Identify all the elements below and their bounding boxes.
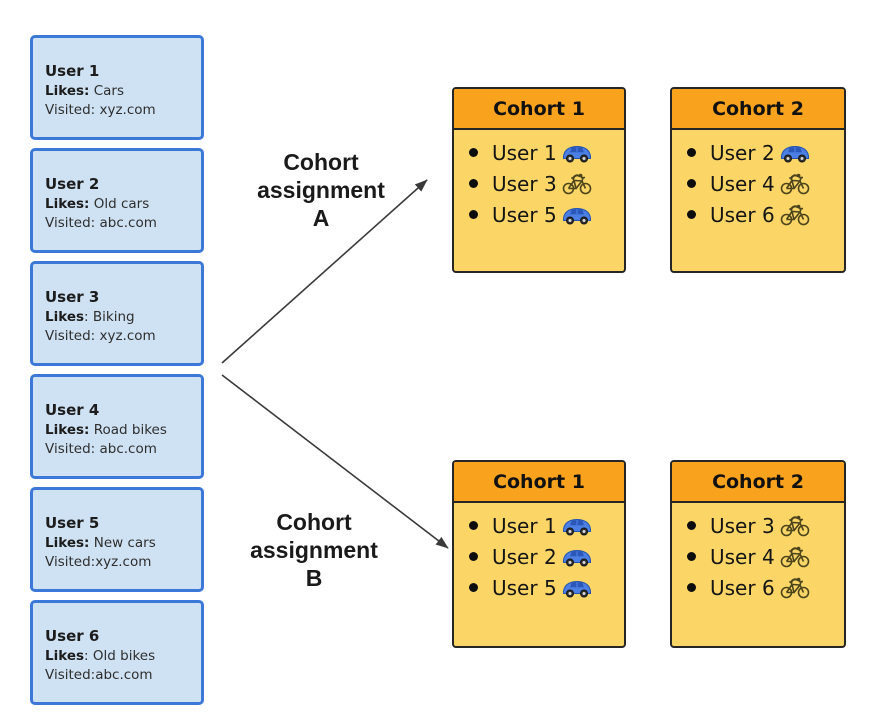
user-card-3: User 3 Likes: Biking Visited: xyz.com xyxy=(30,261,204,366)
cohort-member: User 3 xyxy=(469,168,624,199)
likes-value: Old cars xyxy=(89,196,150,212)
cohort-member: User 1 xyxy=(469,137,624,168)
visited-line: Visited: abc.com xyxy=(45,441,157,457)
user-title: User 2 xyxy=(45,175,100,193)
likes-line: Likes: Old cars xyxy=(45,195,190,214)
label-line: B xyxy=(305,565,323,591)
likes-label: Likes: xyxy=(45,422,90,438)
likes-value: New cars xyxy=(89,535,156,551)
cohort-member: User 3 xyxy=(687,510,844,541)
bullet-icon xyxy=(687,583,696,592)
bullet-icon xyxy=(469,148,478,157)
likes-line: Likes: Biking xyxy=(45,308,190,327)
label-line: Cohort xyxy=(276,509,352,535)
bullet-icon xyxy=(687,179,696,188)
likes-value: : Biking xyxy=(84,309,135,325)
label-line: assignment xyxy=(257,177,385,203)
label-line: Cohort xyxy=(283,149,359,175)
cohort-member: User 5 xyxy=(469,199,624,230)
bike-icon xyxy=(780,204,810,226)
bullet-icon xyxy=(469,179,478,188)
bike-icon xyxy=(780,515,810,537)
bullet-icon xyxy=(469,583,478,592)
car-icon xyxy=(562,547,592,567)
cohort-member: User 2 xyxy=(469,541,624,572)
car-icon xyxy=(780,143,810,163)
likes-label: Likes: xyxy=(45,535,90,551)
likes-line: Likes: Road bikes xyxy=(45,421,190,440)
car-icon xyxy=(562,516,592,536)
user-title: User 3 xyxy=(45,288,100,306)
cohort-header: Cohort 1 xyxy=(454,89,624,130)
cohort-header: Cohort 1 xyxy=(454,462,624,503)
cohort-box-a2: Cohort 2 User 2 User 4 User 6 xyxy=(670,87,846,273)
cohort-header: Cohort 2 xyxy=(672,89,844,130)
bullet-icon xyxy=(687,521,696,530)
likes-value: : Old bikes xyxy=(84,648,156,664)
label-line: A xyxy=(312,205,330,231)
likes-line: Likes: Cars xyxy=(45,82,190,101)
user-title: User 1 xyxy=(45,62,100,80)
cohort-member-list: User 3 User 4 User 6 xyxy=(672,510,844,603)
label-line: assignment xyxy=(250,537,378,563)
cohort-header: Cohort 2 xyxy=(672,462,844,503)
cohort-box-b1: Cohort 1 User 1 User 2 User 5 xyxy=(452,460,626,648)
likes-value: Cars xyxy=(89,83,125,99)
likes-value: Road bikes xyxy=(89,422,167,438)
bike-icon xyxy=(780,546,810,568)
visited-line: Visited:xyz.com xyxy=(45,554,152,570)
user-title: User 4 xyxy=(45,401,100,419)
cohort-member: User 1 xyxy=(469,510,624,541)
cohort-member: User 6 xyxy=(687,572,844,603)
user-title: User 5 xyxy=(45,514,100,532)
user-card-4: User 4 Likes: Road bikes Visited: abc.co… xyxy=(30,374,204,479)
car-icon xyxy=(562,143,592,163)
visited-line: Visited:abc.com xyxy=(45,667,153,683)
likes-label: Likes: xyxy=(45,196,90,212)
likes-label: Likes xyxy=(45,648,85,664)
cohort-member-list: User 1 User 2 User 5 xyxy=(454,510,624,603)
cohort-member: User 4 xyxy=(687,168,844,199)
user-title: User 6 xyxy=(45,627,100,645)
cohort-member: User 4 xyxy=(687,541,844,572)
bike-icon xyxy=(780,577,810,599)
user-card-5: User 5 Likes: New cars Visited:xyz.com xyxy=(30,487,204,592)
bullet-icon xyxy=(469,552,478,561)
user-list: User 1 Likes: Cars Visited: xyz.com User… xyxy=(30,35,204,705)
visited-line: Visited: abc.com xyxy=(45,215,157,231)
user-card-2: User 2 Likes: Old cars Visited: abc.com xyxy=(30,148,204,253)
cohort-member: User 2 xyxy=(687,137,844,168)
likes-label: Likes: xyxy=(45,83,90,99)
likes-label: Likes xyxy=(45,309,85,325)
visited-line: Visited: xyz.com xyxy=(45,102,156,118)
bullet-icon xyxy=(469,210,478,219)
bike-icon xyxy=(562,173,592,195)
likes-line: Likes: New cars xyxy=(45,534,190,553)
bullet-icon xyxy=(687,552,696,561)
car-icon xyxy=(562,205,592,225)
cohort-member: User 6 xyxy=(687,199,844,230)
cohort-member-list: User 1 User 3 User 5 xyxy=(454,137,624,230)
cohort-assignment-a-label: Cohort assignment A xyxy=(236,148,406,232)
bullet-icon xyxy=(469,521,478,530)
cohort-assignment-b-label: Cohort assignment B xyxy=(229,508,399,592)
user-card-6: User 6 Likes: Old bikes Visited:abc.com xyxy=(30,600,204,705)
car-icon xyxy=(562,578,592,598)
bullet-icon xyxy=(687,148,696,157)
cohort-box-b2: Cohort 2 User 3 User 4 User 6 xyxy=(670,460,846,648)
likes-line: Likes: Old bikes xyxy=(45,647,190,666)
cohort-member: User 5 xyxy=(469,572,624,603)
bullet-icon xyxy=(687,210,696,219)
cohort-box-a1: Cohort 1 User 1 User 3 User 5 xyxy=(452,87,626,273)
bike-icon xyxy=(780,173,810,195)
visited-line: Visited: xyz.com xyxy=(45,328,156,344)
cohort-member-list: User 2 User 4 User 6 xyxy=(672,137,844,230)
user-card-1: User 1 Likes: Cars Visited: xyz.com xyxy=(30,35,204,140)
